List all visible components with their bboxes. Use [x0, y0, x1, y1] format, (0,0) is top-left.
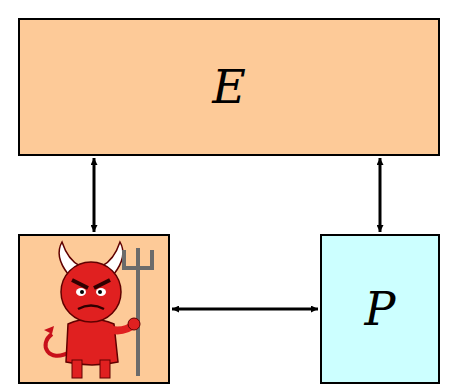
protocol-box: P	[320, 234, 440, 384]
double-arrow	[172, 308, 318, 311]
environment-box: E	[18, 18, 440, 156]
devil-illustration	[18, 234, 170, 384]
double-arrow	[93, 158, 96, 232]
node-symbol: E	[212, 62, 246, 113]
double-arrow	[379, 158, 382, 232]
adversary-box	[18, 234, 170, 384]
node-symbol: P	[365, 284, 396, 335]
